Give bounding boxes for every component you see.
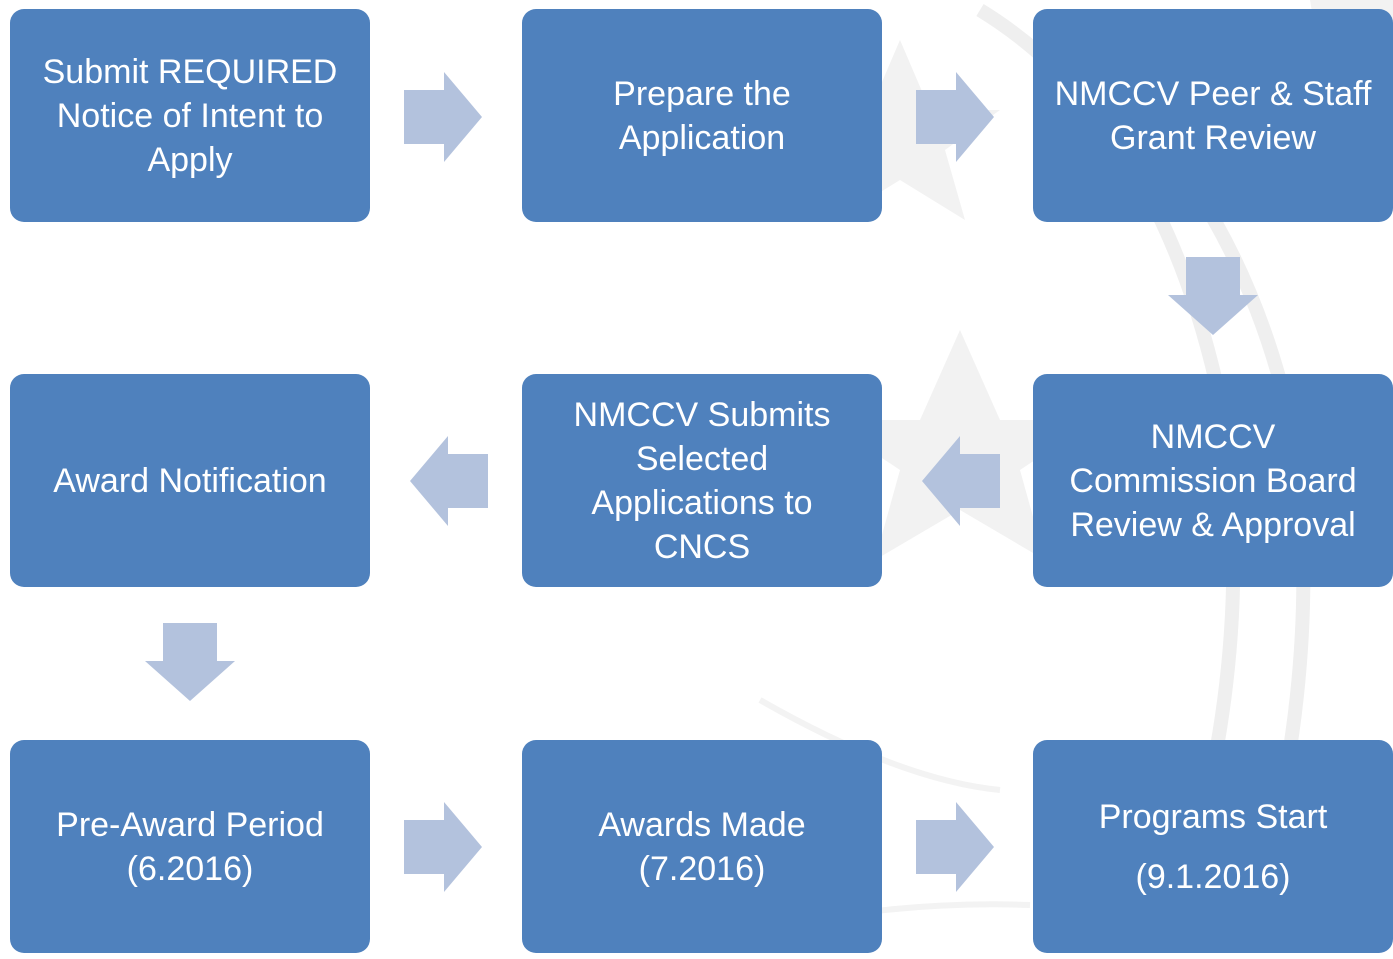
arrow-shape (404, 72, 482, 162)
step-text-line: Grant Review (1110, 118, 1316, 157)
step-text-line: NMCCV (1150, 417, 1276, 456)
step-text-line: Applications to (591, 483, 813, 522)
step-commission-board-review: NMCCV Commission Board Review & Approval (1033, 374, 1393, 587)
step-text-line: NMCCV Submits (573, 395, 831, 434)
step-text-line: Apply (147, 140, 233, 179)
step-text-line: Pre-Award Period (56, 805, 324, 844)
step-text-line: Submit REQUIRED (42, 52, 338, 91)
step-text-line: Selected (635, 439, 769, 478)
arrow-shape (1168, 257, 1258, 335)
step-text-line: Notice of Intent to (56, 96, 324, 135)
step-programs-start: Programs Start (9.1.2016) (1033, 740, 1393, 953)
step-text-line: (9.1.2016) (1135, 857, 1291, 896)
step-text-line: Review & Approval (1070, 505, 1356, 544)
arrow-down-icon (1168, 257, 1258, 335)
arrow-shape (404, 802, 482, 892)
step-text-line: Application (618, 118, 786, 157)
arrow-left-icon (922, 436, 1000, 526)
step-submits-to-cncs: NMCCV Submits Selected Applications to C… (522, 374, 882, 587)
step-text-line: (6.2016) (126, 849, 254, 888)
arrow-down-icon (145, 623, 235, 701)
arrow-shape (922, 436, 1000, 526)
arrow-shape (916, 72, 994, 162)
step-pre-award-period: Pre-Award Period (6.2016) (10, 740, 370, 953)
step-submit-notice-of-intent: Submit REQUIRED Notice of Intent to Appl… (10, 9, 370, 222)
step-text-line: Commission Board (1069, 461, 1357, 500)
arrow-right-icon (916, 802, 994, 892)
step-text-line: Award Notification (53, 461, 327, 500)
arrow-right-icon (916, 72, 994, 162)
step-text-line: CNCS (653, 527, 751, 566)
step-peer-staff-review: NMCCV Peer & Staff Grant Review (1033, 9, 1393, 222)
arrow-shape (916, 802, 994, 892)
arrow-right-icon (404, 802, 482, 892)
step-prepare-application: Prepare the Application (522, 9, 882, 222)
step-text-line: Prepare the (613, 74, 791, 113)
arrow-shape (145, 623, 235, 701)
arrow-right-icon (404, 72, 482, 162)
step-awards-made: Awards Made (7.2016) (522, 740, 882, 953)
step-text-line: NMCCV Peer & Staff (1054, 74, 1372, 113)
step-text-line: (7.2016) (638, 849, 766, 888)
step-text-line: Awards Made (598, 805, 806, 844)
step-text-line: Programs Start (1098, 797, 1328, 836)
arrow-left-icon (410, 436, 488, 526)
step-award-notification: Award Notification (10, 374, 370, 587)
arrow-shape (410, 436, 488, 526)
